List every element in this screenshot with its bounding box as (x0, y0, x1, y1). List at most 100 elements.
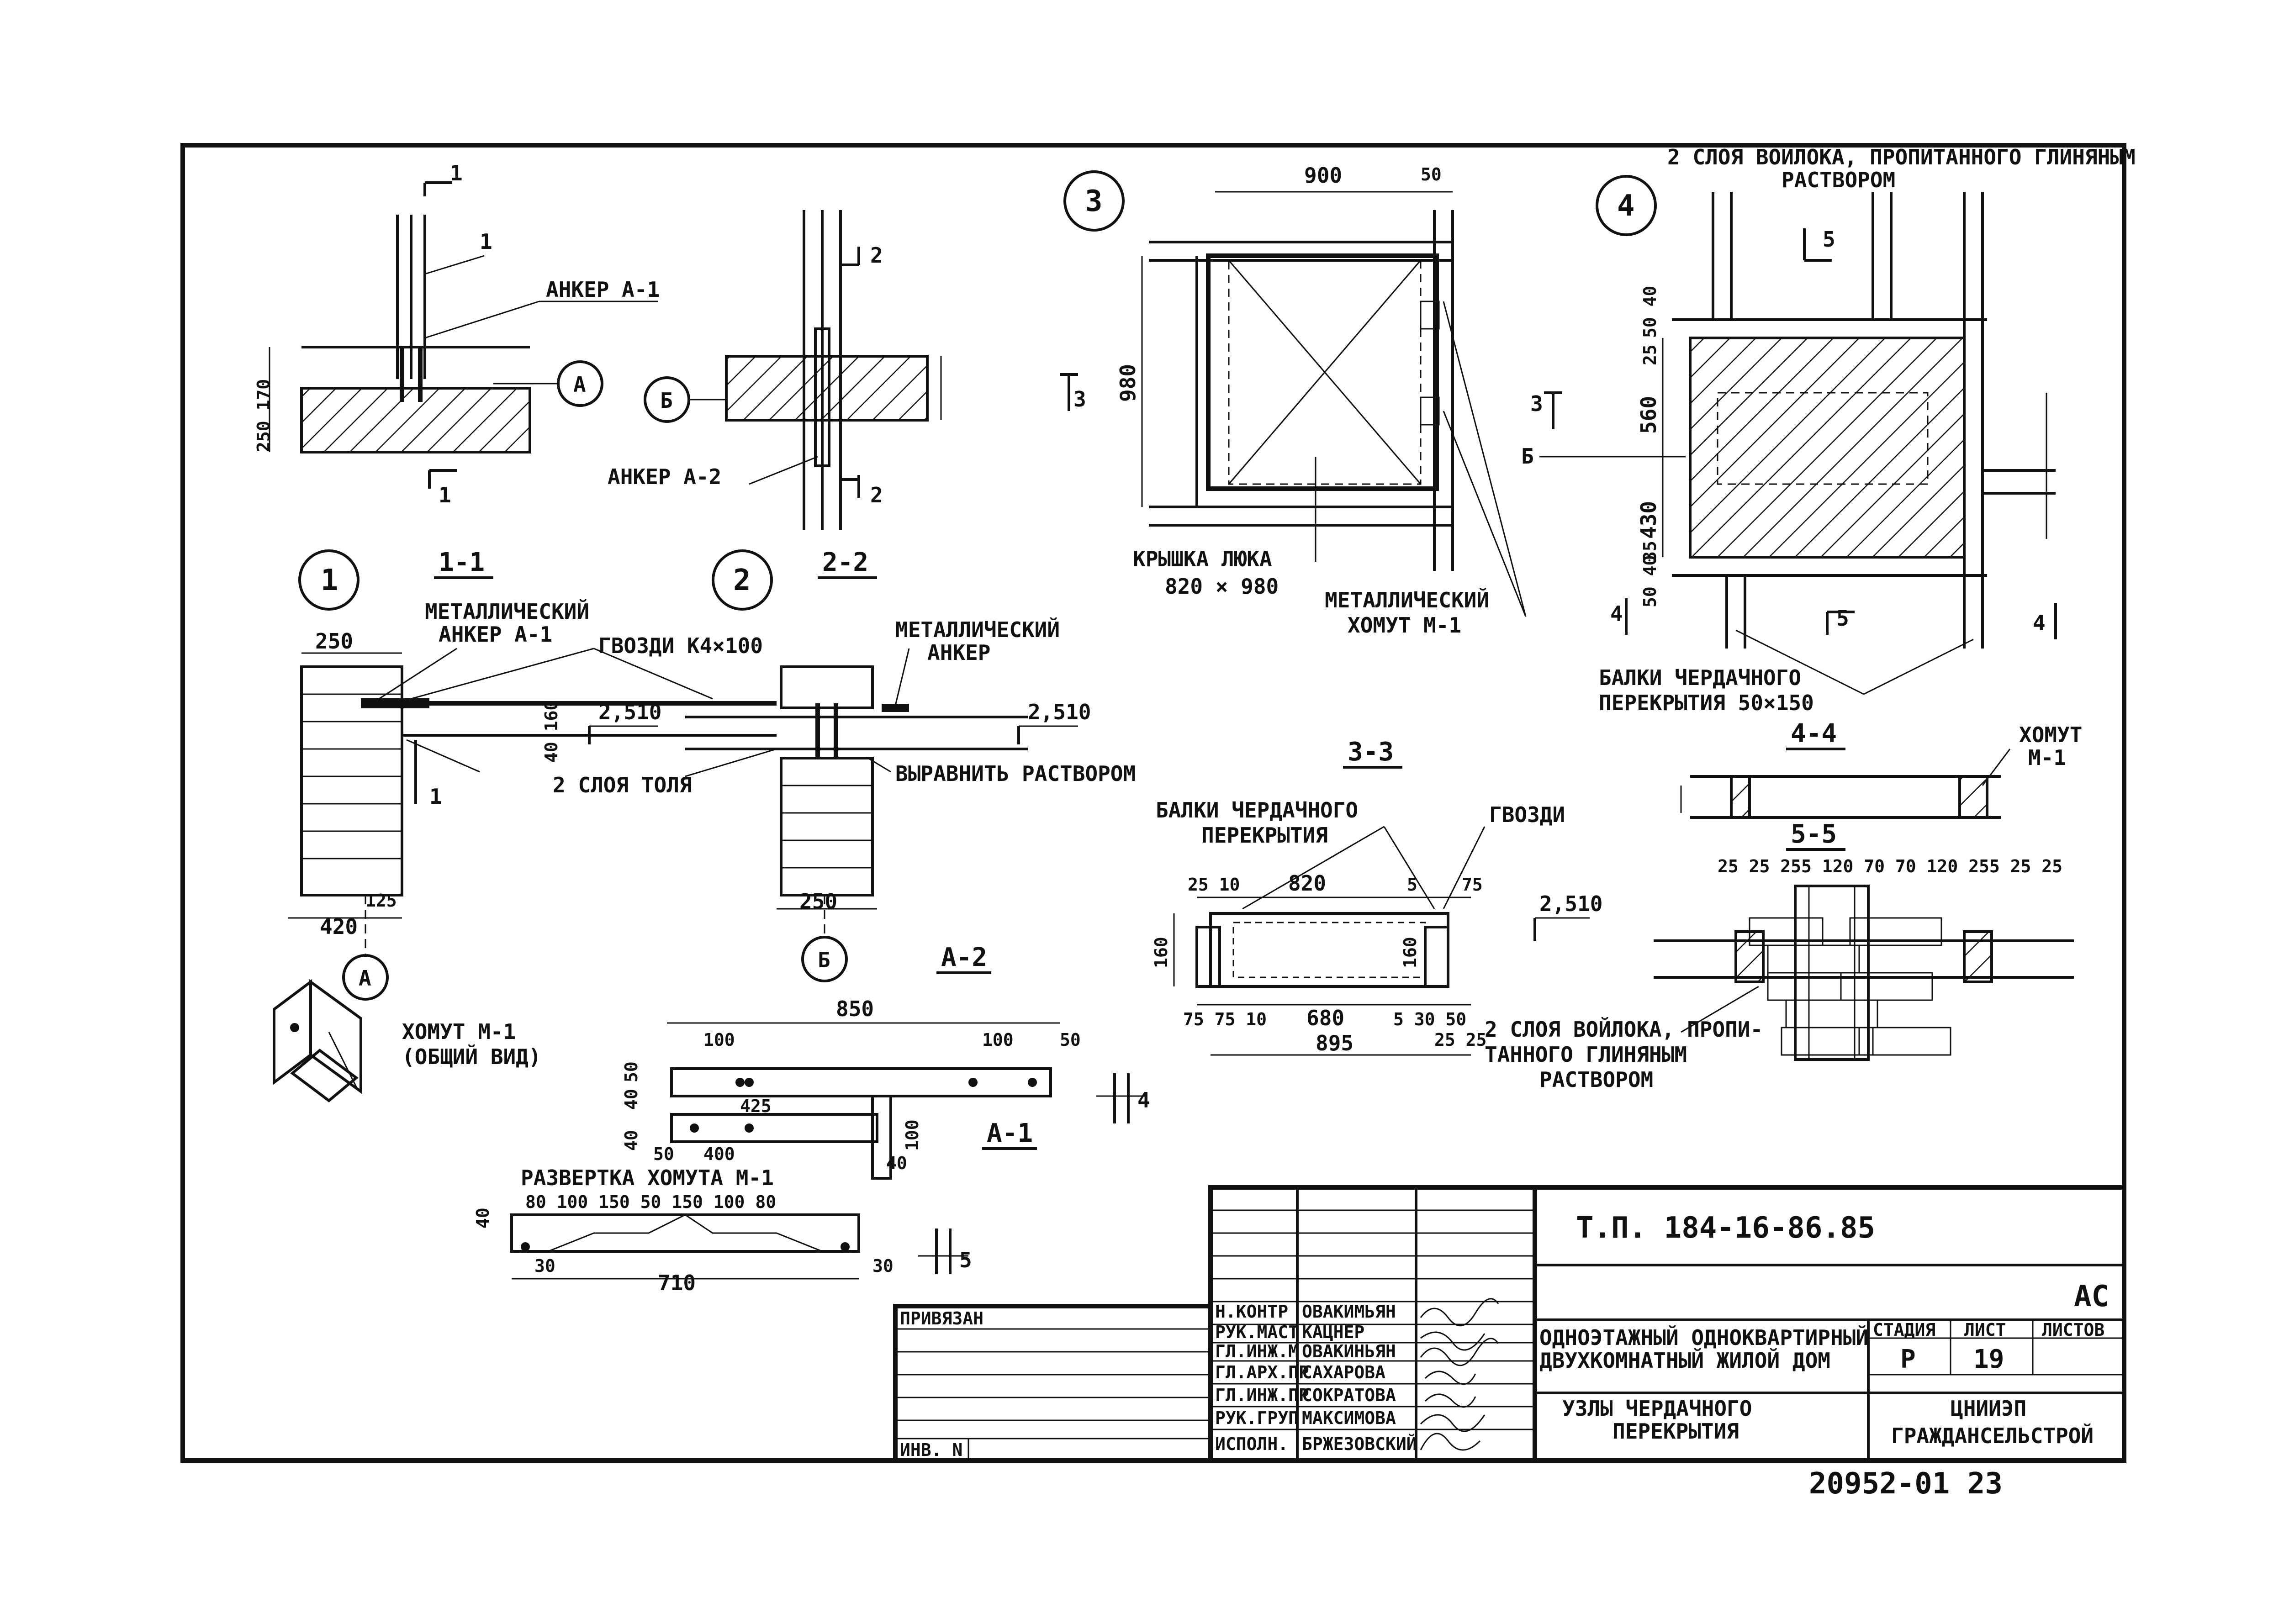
section-a2-title: А-2 (941, 943, 987, 972)
dim-560: 560 (1636, 396, 1661, 434)
dim-4: 4 (1137, 1088, 1150, 1113)
dim-40-a: 40 (621, 1089, 641, 1110)
dim-420: 420 (320, 914, 358, 939)
role-1: РУК.МАСТ (1215, 1322, 1299, 1342)
org-line1: ЦНИИЭП (1951, 1396, 2026, 1421)
name-0: ОВАКИМЬЯН (1302, 1302, 1396, 1322)
role-2: ГЛ.ИНЖ.М (1215, 1341, 1299, 1361)
role-6: ИСПОЛН. (1215, 1434, 1288, 1454)
cut-mark-3: 3 (1073, 387, 1086, 411)
name-6: БРЖЕЗОВСКИЙ (1302, 1434, 1417, 1454)
title-block: Т.П. 184-16-86.85 АС ОДНОЭТАЖНЫЙ ОДНОКВА… (1208, 1185, 2126, 1463)
node-4-ceiling-joint: 4 2 СЛОЯ ВОЙЛОКА, ПРОПИТАННОГО ГЛИНЯНЫМ … (1521, 145, 2136, 715)
dim-250-node1: 250 (315, 629, 353, 654)
node-2-section: 2 2-2 МЕТАЛЛИЧЕСКИЙ АНКЕР 2,510 ВЫРАВНИТ… (685, 548, 1136, 982)
section-4-4: 4-4 ХОМУТ М-1 (1680, 719, 2082, 819)
signatures (1420, 1298, 1499, 1451)
leader-1: 1 (480, 229, 492, 254)
cut-mark-2-bottom: 2 (870, 483, 883, 507)
label-metal-anchor-2: АНКЕР (927, 640, 990, 665)
dim-900: 900 (1304, 163, 1342, 188)
label-hatch-cover-1: КРЫШКА ЛЮКА (1133, 547, 1272, 571)
dim-100-right: 100 (982, 1030, 1014, 1050)
label-beams-2: ПЕРЕКРЫТИЯ 50×150 (1599, 691, 1814, 715)
label-clamp44-2: М-1 (2028, 745, 2066, 770)
stage-header: СТАДИЯ (1873, 1320, 1935, 1340)
dim-160-left: 160 (1151, 937, 1171, 968)
dim-30-a: 30 (534, 1256, 555, 1276)
label-nails: ГВОЗДИ К4×100 (598, 633, 763, 658)
role-3: ГЛ.АРХ.ПР (1215, 1362, 1309, 1382)
axis-marker-a-top (557, 360, 603, 407)
dims-5-5-top: 25 25 255 120 70 70 120 255 25 25 (1718, 856, 2062, 876)
clamp-m1-general-view: ХОМУТ М-1 (ОБЩИЙ ВИД) (273, 979, 541, 1102)
dim-430: 430 (1636, 501, 1661, 539)
stage-code: АС (2074, 1280, 2109, 1313)
label-level-mortar: ВЫРАВНИТЬ РАСТВОРОМ (895, 761, 1136, 786)
section-2-2: 2-2 (822, 548, 868, 577)
name-2: ОВАКИНЬЯН (1302, 1341, 1396, 1361)
section-5-5-title: 5-5 (1791, 819, 1837, 849)
dim-25-25: 25 25 (1434, 1030, 1486, 1050)
label-two-layers-tol: 2 СЛОЯ ТОЛЯ (553, 773, 692, 797)
dim-820: 820 (1288, 871, 1326, 896)
axis-marker-a-bottom-text: А (359, 966, 371, 991)
clamp-m1-unfold: РАЗВЕРТКА ХОМУТА М-1 80 100 150 50 150 1… (473, 1165, 972, 1295)
cut-mark-1-bottom: 1 (439, 483, 451, 507)
label-clamp44-1: ХОМУТ (2019, 722, 2082, 747)
role-5: РУК.ГРУП (1215, 1408, 1299, 1428)
node-marker-3-text: 3 (1085, 185, 1103, 218)
dim-50-left: 50 (621, 1061, 641, 1082)
dim-710: 710 (658, 1271, 696, 1295)
dim-50-node3: 50 (1421, 164, 1442, 185)
dim-25: 25 (1640, 344, 1660, 365)
sheets-header: ЛИСТОВ (2042, 1320, 2104, 1340)
dim-250-node2: 250 (799, 889, 837, 914)
project-line1: ОДНОЭТАЖНЫЙ ОДНОКВАРТИРНЫЙ (1539, 1325, 1868, 1350)
dim-980: 980 (1116, 364, 1140, 402)
detail-a2: А-2 850 100 100 50 50 425 40 40 50 400 1… (621, 943, 1150, 1180)
level-1: 2,510 (598, 700, 661, 724)
node-marker-2-text: 2 (733, 564, 751, 597)
cut-mark-2-top: 2 (870, 243, 883, 268)
section-5-5: 5-5 25 25 255 120 70 70 120 255 25 25 2 … (1485, 819, 2074, 1092)
node-marker-2 (712, 549, 773, 611)
dim-75-top: 75 (1462, 875, 1483, 895)
dim-100-vert: 100 (902, 1119, 922, 1151)
dim-40-160: 40 160 (541, 700, 561, 763)
name-3: САХАРОВА (1302, 1362, 1385, 1382)
axis-marker-b-bottom (801, 936, 848, 982)
role-0: Н.КОНТР (1215, 1302, 1288, 1322)
label-anchor-a2: АНКЕР А-2 (608, 464, 721, 489)
dim-850: 850 (836, 997, 874, 1021)
dim-50-40-top: 50 40 (1640, 286, 1660, 338)
roles-column: Н.КОНТР РУК.МАСТ ГЛ.ИНЖ.М ГЛ.АРХ.ПР ГЛ.И… (1215, 1302, 1309, 1454)
node-marker-4 (1596, 175, 1657, 236)
role-4: ГЛ.ИНЖ.ПР (1215, 1385, 1309, 1405)
node-marker-1-text: 1 (321, 564, 338, 597)
label-metal-anchor-a1-2: АНКЕР А-1 (439, 622, 552, 647)
dim-40-d: 40 (473, 1207, 493, 1229)
section-3-3-title: 3-3 (1348, 737, 1394, 767)
cut-mark-1-node1: 1 (429, 784, 442, 809)
label-beams-1: БАЛКИ ЧЕРДАЧНОГО (1599, 665, 1801, 690)
axis-marker-b-top-text: Б (660, 388, 673, 413)
label-metal-clamp-1: МЕТАЛЛИЧЕСКИЙ (1325, 588, 1489, 612)
detail-anchor-a1: 250 170 1 1 1 АНКЕР А-1 А (254, 161, 660, 507)
node-marker-1 (298, 549, 360, 611)
org-line2: ГРАЖДАНСЕЛЬСТРОЙ (1891, 1424, 2094, 1448)
dim-250-170: 250 170 (254, 379, 274, 452)
label-felt-top-1: 2 СЛОЯ ВОЙЛОКА, ПРОПИТАННОГО ГЛИНЯНЫМ (1667, 145, 2136, 169)
sheet-value: 19 (1973, 1345, 2004, 1374)
dim-30-b: 30 (872, 1256, 894, 1276)
dim-160-right: 160 (1400, 937, 1420, 968)
label-nails33: ГВОЗДИ (1489, 802, 1565, 827)
label-metal-anchor-a1-1: МЕТАЛЛИЧЕСКИЙ (425, 599, 589, 624)
section-1-1: 1-1 (439, 548, 485, 577)
axis-marker-b-bottom-text: Б (818, 948, 830, 972)
dim-40-c: 40 (886, 1153, 907, 1173)
dim-25-10: 25 10 (1188, 875, 1240, 895)
cut-mark-3-node4: 3 (1530, 391, 1543, 416)
label-clamp-general-2: (ОБЩИЙ ВИД) (402, 1044, 541, 1069)
cut-mark-4-left: 4 (1610, 601, 1623, 626)
